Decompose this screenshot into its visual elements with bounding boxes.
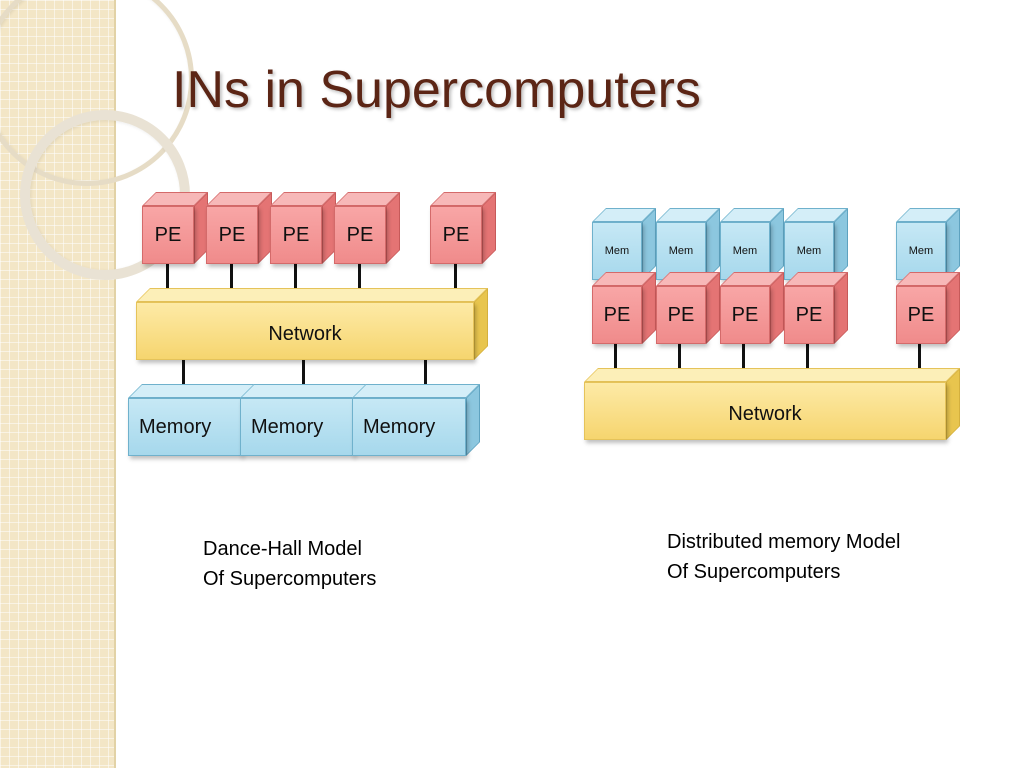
caption-line: Distributed memory Model <box>667 531 901 553</box>
slide-title: INs in Supercomputers <box>172 61 701 119</box>
connector-line <box>918 344 921 376</box>
mem-label: Mem <box>656 222 706 280</box>
pe-label: PE <box>206 206 258 264</box>
pe-box: PE <box>430 192 496 264</box>
pe-label: PE <box>142 206 194 264</box>
connector-line <box>742 344 745 376</box>
pe-label: PE <box>270 206 322 264</box>
pe-box: PE <box>656 272 720 344</box>
caption-line: Of Supercomputers <box>667 561 841 583</box>
network-box: Network <box>136 288 488 360</box>
network-box: Network <box>584 368 960 440</box>
pe-label: PE <box>334 206 386 264</box>
mem-box: Mem <box>896 208 960 280</box>
mem-label: Mem <box>720 222 770 280</box>
connector-line <box>182 360 185 392</box>
network-label: Network <box>584 382 946 440</box>
network-label: Network <box>136 302 474 360</box>
pe-label: PE <box>592 286 642 344</box>
connector-line <box>166 264 169 296</box>
mem-box: Mem <box>784 208 848 280</box>
pe-box: PE <box>720 272 784 344</box>
memory-box: Memory <box>128 384 256 456</box>
dance-hall-caption: Dance-Hall Model Of Supercomputers <box>203 534 376 594</box>
mem-box: Mem <box>592 208 656 280</box>
connector-line <box>358 264 361 296</box>
memory-box: Memory <box>240 384 368 456</box>
pe-box: PE <box>142 192 208 264</box>
mem-label: Mem <box>896 222 946 280</box>
pe-box: PE <box>334 192 400 264</box>
pe-box: PE <box>270 192 336 264</box>
pe-box: PE <box>784 272 848 344</box>
memory-label: Memory <box>240 398 354 456</box>
connector-line <box>230 264 233 296</box>
mem-box: Mem <box>656 208 720 280</box>
pe-box: PE <box>896 272 960 344</box>
memory-label: Memory <box>352 398 466 456</box>
connector-line <box>424 360 427 392</box>
connector-line <box>302 360 305 392</box>
pe-box: PE <box>206 192 272 264</box>
connector-line <box>614 344 617 376</box>
pe-box: PE <box>592 272 656 344</box>
pe-label: PE <box>896 286 946 344</box>
distributed-caption: Distributed memory Model Of Supercompute… <box>667 527 900 587</box>
mem-label: Mem <box>592 222 642 280</box>
memory-label: Memory <box>128 398 242 456</box>
memory-box: Memory <box>352 384 480 456</box>
connector-line <box>294 264 297 296</box>
connector-line <box>678 344 681 376</box>
pe-label: PE <box>720 286 770 344</box>
caption-line: Dance-Hall Model <box>203 538 362 560</box>
mem-box: Mem <box>720 208 784 280</box>
connector-line <box>806 344 809 376</box>
pe-label: PE <box>784 286 834 344</box>
pe-label: PE <box>656 286 706 344</box>
connector-line <box>454 264 457 296</box>
pe-label: PE <box>430 206 482 264</box>
caption-line: Of Supercomputers <box>203 568 377 590</box>
